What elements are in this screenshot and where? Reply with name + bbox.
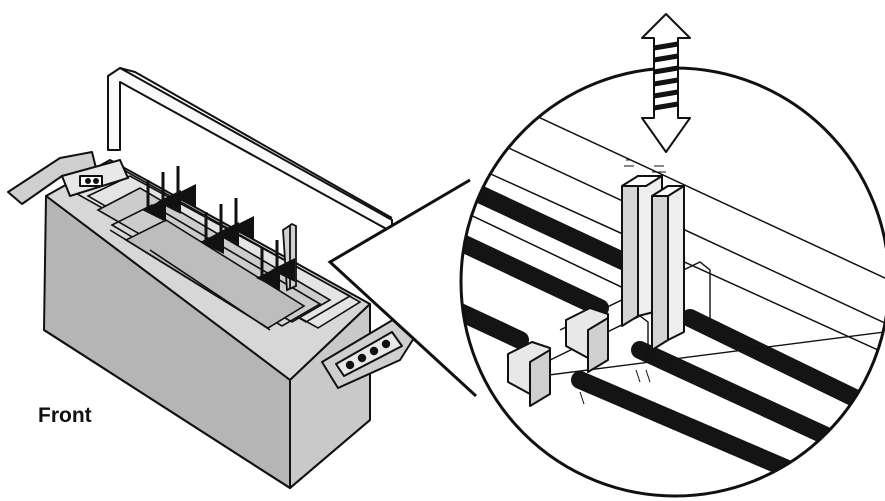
chassis-lid bbox=[107, 67, 393, 233]
latches bbox=[507, 307, 609, 407]
left-handle bbox=[7, 151, 129, 205]
right-handle bbox=[321, 317, 415, 389]
callout-pointer bbox=[327, 178, 478, 398]
double-headed-arrow-icon bbox=[641, 13, 691, 153]
zoom-detail bbox=[461, 68, 885, 496]
insertion-arrows bbox=[142, 166, 295, 290]
front-label: Front bbox=[38, 404, 92, 427]
card-connector bbox=[621, 175, 685, 351]
